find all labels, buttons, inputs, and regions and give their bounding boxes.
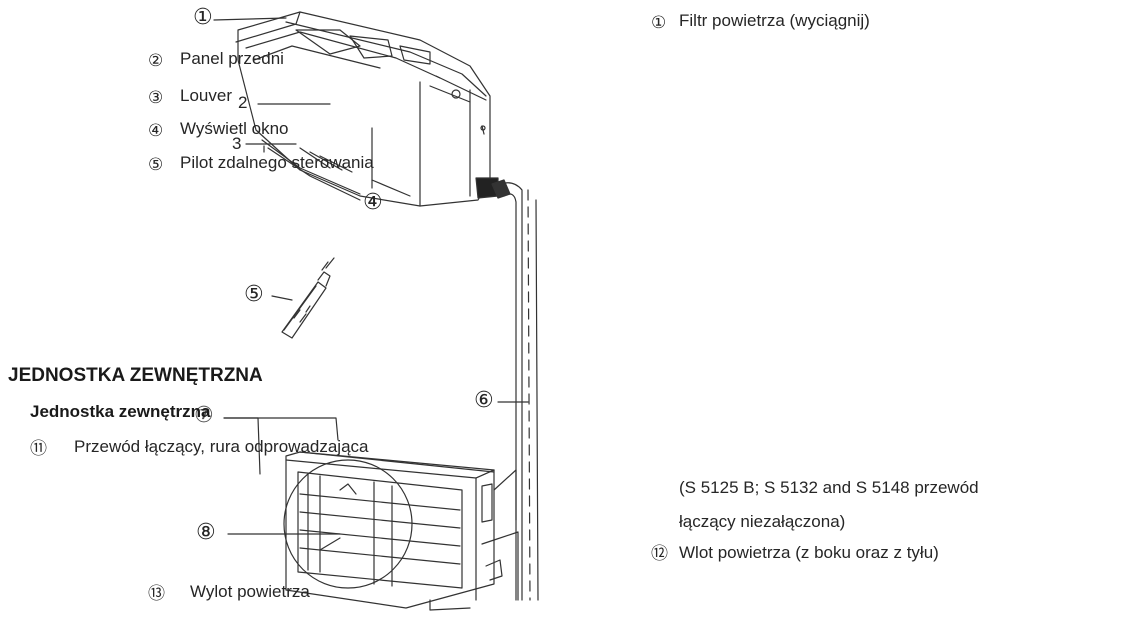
callout-7: ⑦ [194, 402, 214, 427]
legend-label-louver: Louver [180, 86, 232, 105]
outdoor-unit-illustration [283, 451, 519, 611]
connecting-pipes [491, 179, 539, 601]
outdoor-heading: JEDNOSTKA ZEWNĘTRZNA [8, 365, 263, 386]
leader-lines [213, 17, 529, 535]
remote-control-illustration [281, 257, 335, 339]
legend-number-13: ⑬ [148, 584, 165, 603]
callout-6: ⑥ [474, 387, 494, 412]
indoor-unit-illustration [235, 11, 499, 207]
legend-label-connecting-pipe: Przewód łączący, rura odprowadzająca [74, 437, 369, 456]
callout-3: 3 [232, 134, 242, 153]
legend-number-4: ④ [148, 121, 164, 140]
legend-number-3: ③ [148, 88, 164, 107]
legend-number-1: ① [651, 13, 667, 32]
legend-label-display-window: Wyświetl okno [180, 119, 289, 138]
legend-number-12: ⑫ [651, 544, 668, 563]
callout-8: ⑧ [196, 519, 216, 544]
callout-1: ① [193, 4, 213, 29]
legend-number-5: ⑤ [148, 155, 164, 174]
note-line-2: łączący niezałączona) [679, 512, 846, 531]
legend-label-air-filter: Filtr powietrza (wyciągnij) [679, 11, 870, 30]
legend-label-air-inlet: Wlot powietrza (z boku oraz z tyłu) [679, 543, 939, 562]
legend-number-2: ② [148, 51, 164, 70]
legend-label-remote-control: Pilot zdalnego sterowania [180, 153, 374, 172]
legend-label-front-panel: Panel przedni [180, 49, 284, 68]
legend-number-11: ⑪ [30, 439, 47, 458]
callout-5: ⑤ [244, 281, 264, 306]
legend-label-air-outlet: Wylot powietrza [190, 582, 310, 601]
note-line-1: (S 5125 B; S 5132 and S 5148 przewód [679, 478, 979, 497]
callout-4: ④ [363, 189, 383, 214]
callout-2: 2 [238, 93, 248, 112]
outdoor-subheading: Jednostka zewnętrzna [30, 402, 211, 421]
